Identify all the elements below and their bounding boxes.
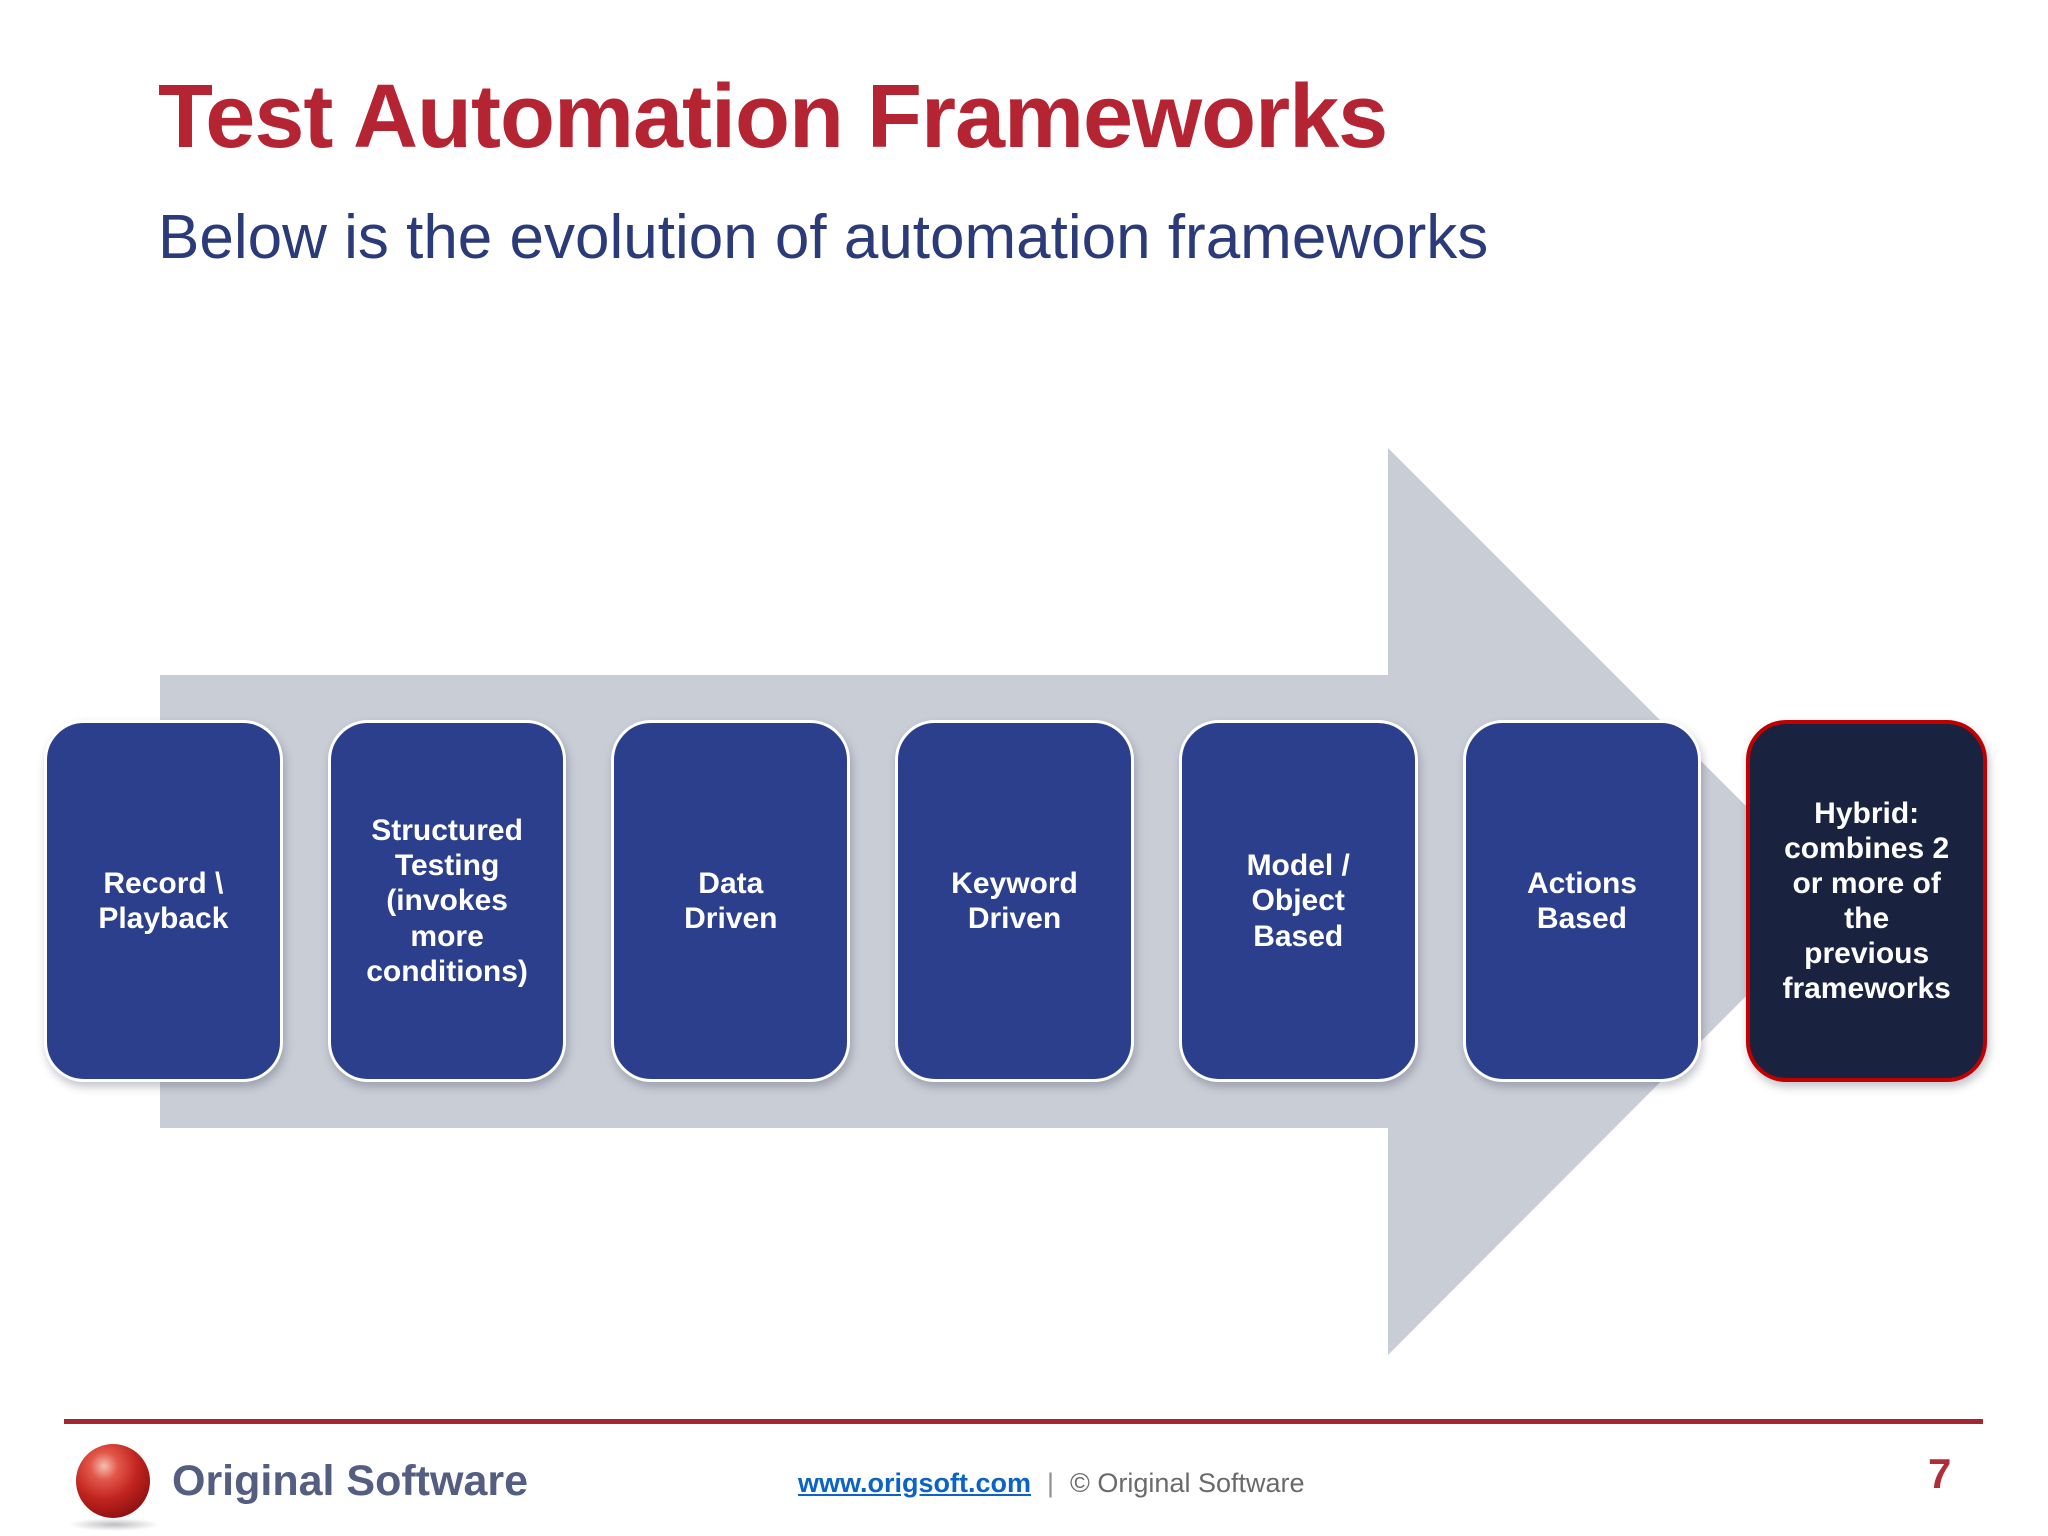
original-software-logo: Original Software [68,1444,529,1531]
framework-box-label: Hybrid: combines 2 or more of the previo… [1782,796,1951,1006]
framework-box-structured-testing: Structured Testing (invokes more conditi… [327,720,567,1082]
framework-box-label: Actions Based [1526,866,1637,935]
footer-copyright: © Original Software [1070,1468,1305,1498]
framework-box-label: Data Driven [684,866,778,935]
page-subtitle: Below is the evolution of automation fra… [158,203,1489,272]
framework-box-label: Structured Testing (invokes more conditi… [366,814,528,988]
framework-box-keyword-driven: Keyword Driven [895,720,1134,1082]
website-link[interactable]: www.origsoft.com [798,1468,1032,1498]
footer-divider [64,1419,1983,1424]
framework-box-hybrid: Hybrid: combines 2 or more of the previo… [1746,720,1988,1082]
framework-box-data-driven: Data Driven [611,720,851,1082]
page-number: 7 [1928,1450,1952,1497]
framework-box-label: Record \ Playback [98,866,229,935]
logo-wordmark: Original Software [172,1457,529,1505]
framework-box-label: Keyword Driven [951,866,1078,935]
framework-box-model-object-based: Model / Object Based [1178,720,1418,1082]
framework-box-label: Model / Object Based [1246,849,1350,953]
footer-info: www.origsoft.com | © Original Software [798,1468,1305,1499]
framework-box-actions-based: Actions Based [1462,720,1702,1082]
framework-box-record-playback: Record \ Playback [44,720,283,1082]
framework-boxes-row: Record \ Playback Structured Testing (in… [44,720,1988,1082]
page-title: Test Automation Frameworks [158,67,1388,167]
footer-separator: | [1047,1468,1055,1498]
logo-sphere-icon [68,1444,160,1531]
